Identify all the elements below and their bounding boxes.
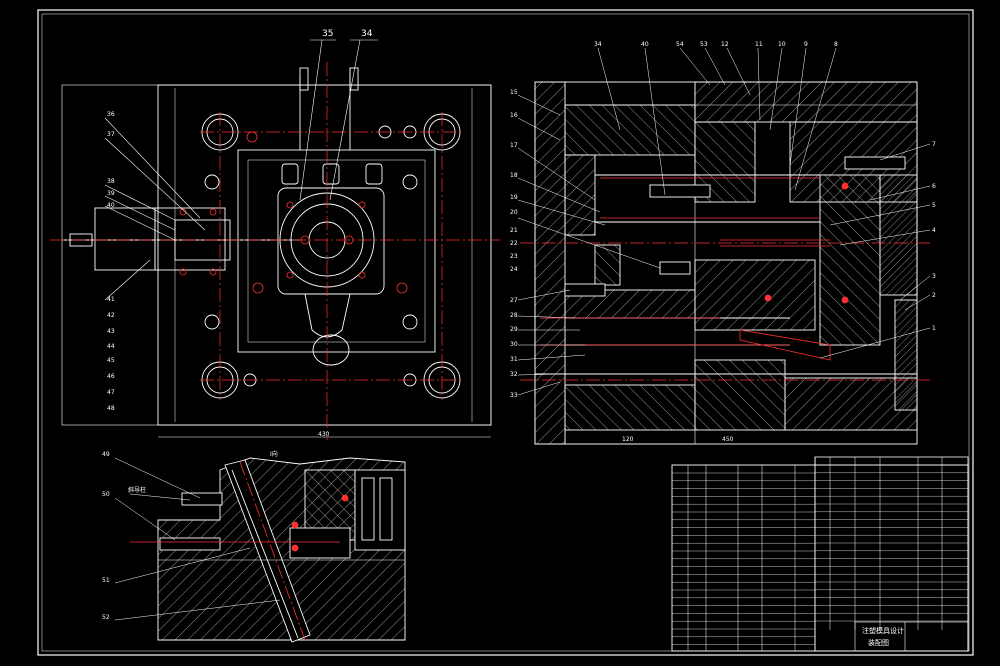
section-callouts — [517, 47, 931, 396]
callout-34: 34 — [361, 29, 373, 39]
svg-text:40: 40 — [107, 202, 115, 209]
svg-text:2: 2 — [932, 292, 936, 299]
section-left-callout-labels: 15 16 17 18 19 20 21 22 23 24 27 28 29 3… — [510, 89, 518, 399]
section-dimension-right: 450 — [722, 436, 734, 443]
svg-text:37: 37 — [107, 131, 115, 138]
svg-text:48: 48 — [107, 405, 115, 412]
svg-text:39: 39 — [107, 190, 115, 197]
svg-text:33: 33 — [510, 392, 518, 399]
front-left-callout-labels: 36 37 38 39 40 41 42 43 44 45 46 47 48 — [107, 111, 115, 412]
drawing-name: 注塑模具设计 — [862, 626, 904, 635]
svg-text:1: 1 — [932, 325, 936, 332]
svg-text:44: 44 — [107, 343, 115, 350]
title-block — [854, 621, 969, 652]
svg-text:19: 19 — [510, 194, 518, 201]
detail-view-label: I向 — [270, 450, 278, 458]
svg-text:40: 40 — [641, 41, 649, 48]
svg-text:47: 47 — [107, 389, 115, 396]
section-view — [534, 81, 918, 445]
svg-text:23: 23 — [510, 253, 518, 260]
svg-text:6: 6 — [932, 183, 936, 190]
front-view-dimension: 430 — [318, 431, 330, 438]
svg-text:20: 20 — [510, 209, 518, 216]
svg-text:18: 18 — [510, 172, 518, 179]
svg-text:7: 7 — [932, 141, 936, 148]
svg-text:9: 9 — [804, 41, 808, 48]
svg-text:27: 27 — [510, 297, 518, 304]
svg-text:38: 38 — [107, 178, 115, 185]
svg-text:41: 41 — [107, 296, 115, 303]
detail-red-lines — [130, 461, 349, 641]
svg-text:51: 51 — [102, 577, 110, 584]
section-dimension-left: 120 — [622, 436, 634, 443]
svg-text:11: 11 — [755, 41, 763, 48]
section-red-lines — [520, 177, 930, 381]
svg-text:22: 22 — [510, 240, 518, 247]
svg-text:15: 15 — [510, 89, 518, 96]
parts-list-rows — [672, 464, 968, 645]
svg-text:32: 32 — [510, 371, 518, 378]
svg-text:43: 43 — [107, 328, 115, 335]
callout-35: 35 — [322, 29, 333, 39]
svg-text:54: 54 — [676, 41, 684, 48]
svg-text:28: 28 — [510, 312, 518, 319]
svg-text:31: 31 — [510, 356, 518, 363]
svg-text:3: 3 — [932, 273, 936, 280]
section-right-callout-labels: 7 6 5 4 3 2 1 — [932, 141, 936, 332]
svg-text:53: 53 — [700, 41, 708, 48]
detail-callout-labels: 49 50 51 52 — [102, 451, 110, 621]
svg-text:45: 45 — [107, 357, 115, 364]
section-top-callout-labels: 34 40 54 53 12 11 10 9 8 — [594, 41, 838, 48]
front-view — [61, 67, 492, 438]
front-view-red-screws — [179, 131, 408, 294]
svg-text:34: 34 — [594, 41, 602, 48]
svg-text:4: 4 — [932, 227, 936, 234]
svg-text:30: 30 — [510, 341, 518, 348]
svg-text:49: 49 — [102, 451, 110, 458]
detail-view — [157, 457, 406, 643]
drawing-subtitle: 装配图 — [868, 638, 889, 647]
svg-text:24: 24 — [510, 266, 518, 273]
svg-text:29: 29 — [510, 326, 518, 333]
svg-text:52: 52 — [102, 614, 110, 621]
front-view-callouts — [104, 39, 378, 301]
sheet-frame — [37, 9, 974, 656]
svg-text:17: 17 — [510, 142, 518, 149]
svg-text:36: 36 — [107, 111, 115, 118]
svg-text:16: 16 — [510, 112, 518, 119]
detail-callouts — [114, 457, 281, 621]
detail-annotation: 斜导柱 — [128, 486, 146, 494]
svg-text:5: 5 — [932, 202, 936, 209]
front-view-centerlines — [50, 62, 500, 440]
svg-text:50: 50 — [102, 491, 110, 498]
svg-text:12: 12 — [721, 41, 729, 48]
svg-text:21: 21 — [510, 227, 518, 234]
svg-text:8: 8 — [834, 41, 838, 48]
svg-text:10: 10 — [778, 41, 786, 48]
svg-text:42: 42 — [107, 312, 115, 319]
svg-text:46: 46 — [107, 373, 115, 380]
